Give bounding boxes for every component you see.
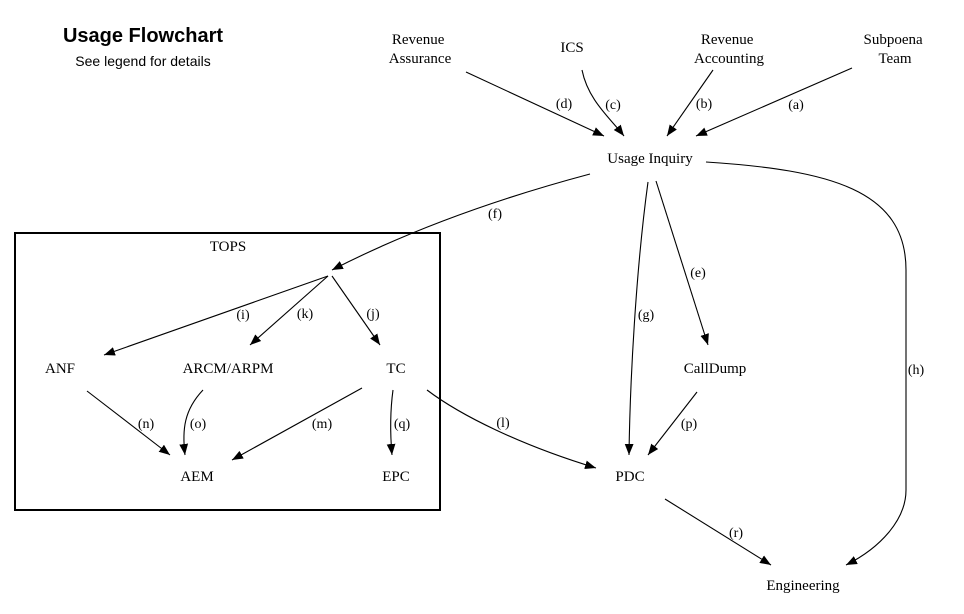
edge-label-o: (o) — [190, 417, 207, 432]
node-subpoena-team-line-1: Subpoena — [864, 32, 924, 48]
edge-d — [465, 71, 605, 137]
tops-cluster-box — [14, 232, 441, 511]
edge-label-l: (l) — [496, 416, 510, 431]
edge-a — [695, 67, 853, 137]
tops-cluster-label: TOPS — [210, 239, 246, 255]
edge-label-h: (h) — [908, 363, 925, 378]
edge-c — [581, 69, 625, 137]
node-subpoena-team: Subpoena Team — [864, 32, 927, 67]
edge-f — [331, 173, 591, 271]
node-pdc: PDC — [615, 469, 644, 485]
edge-label-i: (i) — [236, 308, 250, 323]
edge-b — [666, 69, 714, 137]
node-revenue-assurance: Revenue Assurance — [389, 32, 452, 67]
edge-label-r: (r) — [729, 526, 743, 541]
edge-label-c: (c) — [605, 98, 621, 113]
edge-label-n: (n) — [138, 417, 155, 432]
node-revenue-accounting-line-2: Accounting — [694, 51, 764, 67]
edge-label-g: (g) — [638, 308, 655, 323]
node-revenue-assurance-line-2: Assurance — [389, 51, 452, 67]
edge-e — [655, 180, 709, 346]
edge-i — [103, 275, 329, 356]
edge-label-d: (d) — [556, 97, 573, 112]
edge-g — [624, 181, 649, 456]
page-title: Usage Flowchart — [63, 25, 223, 47]
node-ics: ICS — [560, 40, 583, 56]
edge-label-m: (m) — [312, 417, 333, 432]
edge-label-k: (k) — [297, 307, 314, 322]
node-calldump: CallDump — [684, 361, 747, 377]
edges — [86, 67, 907, 566]
edge-h — [705, 161, 907, 566]
edge-n — [86, 390, 171, 456]
edge-label-b: (b) — [696, 97, 713, 112]
edge-m — [231, 387, 363, 461]
node-revenue-assurance-line-1: Revenue — [392, 32, 445, 48]
node-subpoena-team-line-2: Team — [878, 51, 911, 67]
node-revenue-accounting: Revenue Accounting — [694, 32, 764, 67]
edge-label-f: (f) — [488, 207, 502, 222]
edge-labels: (a) (b) (c) (d) (e) (f) (g) (h) (i) (k) … — [138, 97, 925, 541]
edge-k — [249, 275, 329, 346]
edge-label-e: (e) — [690, 266, 706, 281]
nodes: Revenue Assurance ICS Revenue Accounting… — [45, 32, 927, 594]
edge-label-p: (p) — [681, 417, 698, 432]
node-arcm-arpm: ARCM/ARPM — [183, 361, 274, 377]
edge-j — [331, 275, 381, 346]
edge-l — [426, 389, 597, 470]
edge-r — [664, 498, 772, 566]
node-aem: AEM — [180, 469, 213, 485]
node-anf: ANF — [45, 361, 75, 377]
edge-label-j: (j) — [366, 307, 380, 322]
node-tc: TC — [386, 361, 405, 377]
edge-o — [179, 389, 204, 456]
edge-q — [386, 389, 396, 456]
edge-label-q: (q) — [394, 417, 411, 432]
edge-p — [647, 391, 698, 456]
node-epc: EPC — [382, 469, 410, 485]
node-engineering: Engineering — [766, 578, 840, 594]
edge-label-a: (a) — [788, 98, 804, 113]
page-subtitle: See legend for details — [75, 53, 210, 69]
node-revenue-accounting-line-1: Revenue — [701, 32, 754, 48]
node-usage-inquiry: Usage Inquiry — [607, 151, 693, 167]
